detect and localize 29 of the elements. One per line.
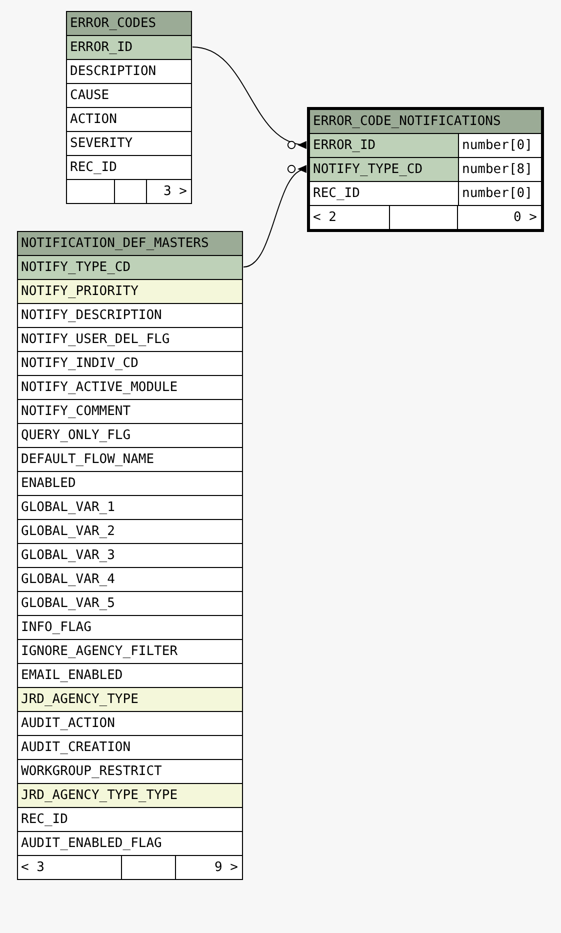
table-footer: [18, 855, 242, 879]
child-count: 3 >: [162, 183, 188, 201]
column-name: ERROR_ID: [312, 137, 377, 155]
table-header: ERROR_CODE_NOTIFICATIONS: [310, 110, 541, 133]
column-row: NOTIFY_TYPE_CD: [18, 255, 242, 279]
relationship-line: [243, 164, 308, 268]
table-header: NOTIFICATION_DEF_MASTERS: [18, 232, 242, 255]
data-type-cell: number[0]: [458, 134, 541, 157]
column-row: JRD_AGENCY_TYPE: [18, 687, 242, 711]
column-row: [310, 133, 541, 157]
child-count: 9 >: [214, 859, 239, 877]
column-row: ERROR_ID: [67, 35, 191, 59]
column-row: [310, 157, 541, 181]
entity-table: [66, 11, 192, 204]
entity-table: [307, 107, 544, 232]
column-name: REC_ID: [312, 185, 361, 203]
relationship-line: [192, 46, 308, 150]
entity-table: [17, 231, 243, 880]
column-name: NOTIFY_TYPE_CD: [312, 161, 424, 179]
column-row: [310, 181, 541, 205]
table-footer: [310, 205, 541, 229]
column-row: JRD_AGENCY_TYPE_TYPE: [18, 783, 242, 807]
child-count: 0 >: [512, 209, 538, 227]
table-footer: [67, 179, 191, 203]
parent-count: < 2: [310, 206, 390, 229]
table-header: ERROR_CODES: [67, 12, 191, 35]
parent-count: < 3: [18, 856, 122, 879]
data-type-cell: number[8]: [458, 158, 541, 181]
column-row: NOTIFY_PRIORITY: [18, 279, 242, 303]
